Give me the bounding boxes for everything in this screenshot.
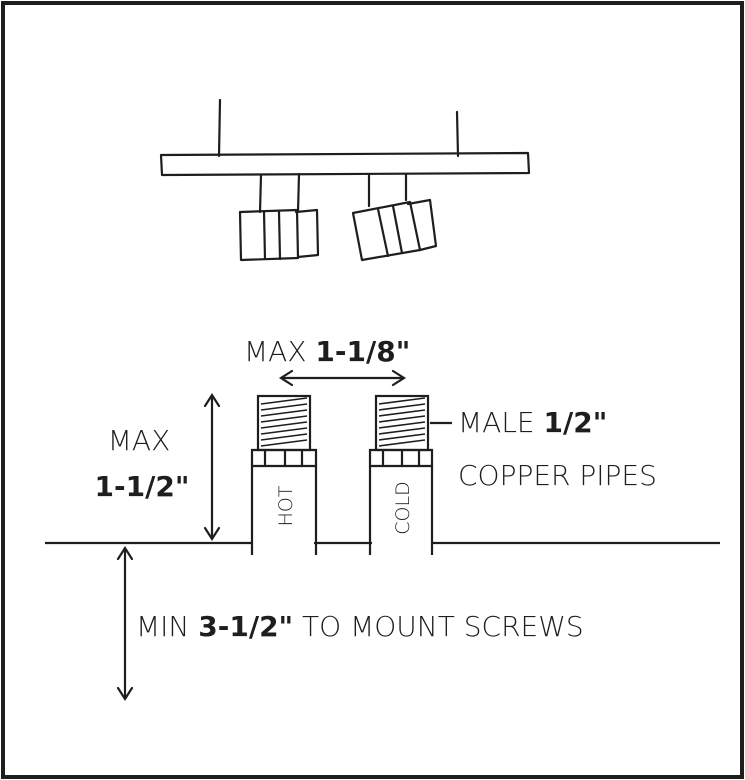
max-spacing-prefix: MAX	[244, 335, 315, 368]
min-prefix: MIN	[136, 610, 198, 643]
cold-label: COLD	[392, 481, 414, 534]
cold-pipe	[368, 394, 434, 555]
pipe-value: 1/2"	[544, 406, 608, 439]
max-spacing-value: 1-1/8"	[315, 335, 410, 368]
min-value: 3-1/2"	[198, 610, 293, 643]
pipe-type-line1: MALE 1/2"	[458, 406, 607, 439]
right-mount-line	[455, 110, 460, 158]
max-height-value: 1-1/2"	[95, 470, 190, 503]
valve-body-sketch	[159, 98, 531, 262]
spacing-dimension-arrow	[278, 369, 407, 387]
max-spacing-label: MAX 1-1/8"	[244, 335, 410, 368]
min-suffix: TO MOUNT SCREWS	[293, 610, 584, 643]
left-mount-line	[217, 98, 222, 158]
min-depth-label: MIN 3-1/2" TO MOUNT SCREWS	[136, 610, 584, 643]
max-height-prefix: MAX	[108, 424, 171, 457]
left-handle-block	[238, 208, 300, 262]
pipe-type-line2: COPPER PIPES	[458, 459, 657, 492]
hot-label: HOT	[275, 485, 297, 526]
mounting-bar	[159, 151, 531, 177]
height-dimension-arrow	[203, 392, 221, 542]
pipe-prefix: MALE	[458, 406, 544, 439]
screw-depth-arrow	[116, 545, 134, 702]
hot-pipe	[250, 394, 318, 555]
